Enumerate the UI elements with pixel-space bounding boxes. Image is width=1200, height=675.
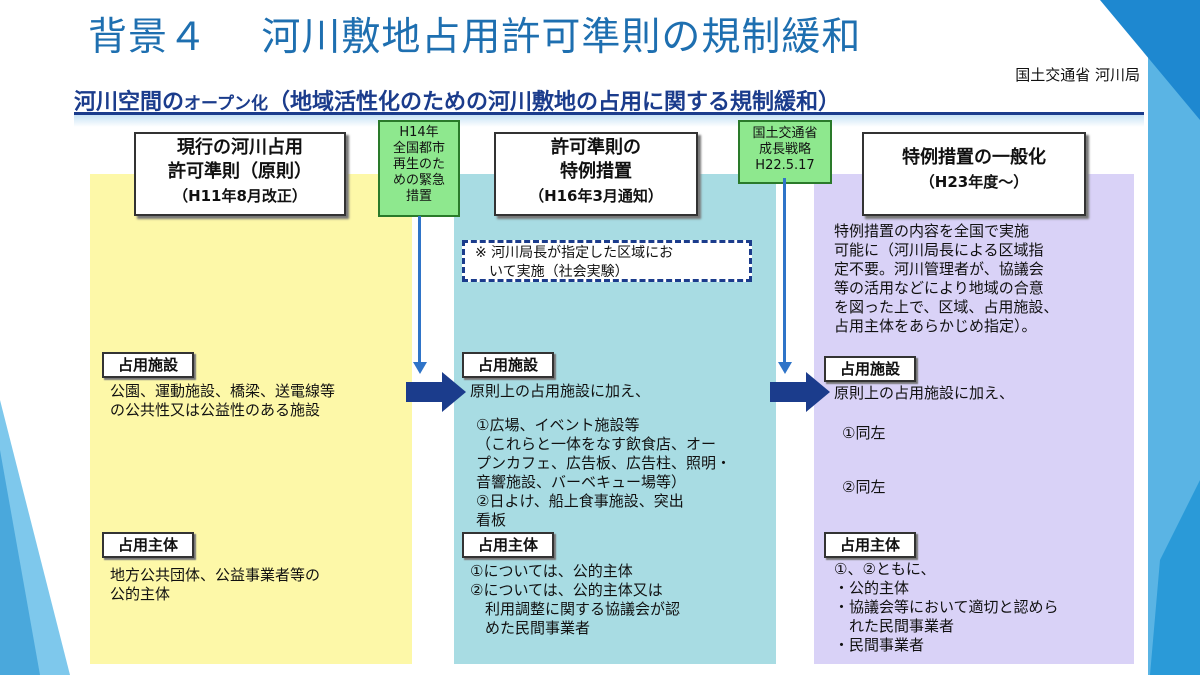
facility-text: 公園、運動施設、橋梁、送電線等 の公共性又は公益性のある施設	[110, 382, 336, 419]
column-generalization	[814, 174, 1134, 664]
entity-text: 地方公共団体、公益事業者等の 公的主体	[110, 566, 321, 603]
header-line: 特例措置の一般化	[902, 147, 1046, 168]
header-line: 特例措置	[560, 161, 632, 182]
facility-text: 原則上の占用施設に加え、	[470, 382, 651, 400]
facility-item: ②同左	[842, 478, 886, 496]
entity-tag: 占用主体	[462, 532, 555, 558]
banner-small: オープン化	[184, 94, 268, 114]
entity-tag: 占用主体	[102, 532, 195, 558]
header-special-measures: 許可準則の 特例措置 （H16年3月通知）	[494, 132, 698, 216]
milestone-arrow-line	[783, 178, 786, 364]
facility-item: ①同左	[842, 424, 886, 442]
header-line: 許可準則（原則）	[168, 161, 312, 182]
milestone-text: H14年 全国都市 再生のた めの緊急 措置	[392, 125, 445, 204]
milestone-arrow-head	[778, 362, 792, 374]
entity-text: ①、②ともに、 ・公的主体 ・協議会等において適切と認めら れた民間事業者 ・民…	[834, 560, 1059, 654]
regulation-figure: 国土交通省 河川局 河川空間のオープン化（地域活性化のための河川敷地の占用に関す…	[72, 60, 1148, 665]
note-text: ※ 河川局長が指定した区域にお いて実施（社会実験）	[475, 245, 674, 280]
milestone-text: 国土交通省 成長戦略 H22.5.17	[752, 126, 818, 173]
milestone-h14: H14年 全国都市 再生のた めの緊急 措置	[378, 120, 460, 217]
column-current-rules	[90, 174, 412, 664]
slide-title: 背景４ 河川敷地占用許可準則の規制緩和	[88, 15, 862, 60]
facility-items: ①広場、イベント施設等 （これらと一体をなす飲食店、オー プンカフェ、広告板、広…	[476, 416, 732, 529]
transition-arrow-icon	[406, 372, 466, 412]
header-current-rules: 現行の河川占用 許可準則（原則） （H11年8月改正）	[134, 132, 346, 216]
generalization-intro: 特例措置の内容を全国で実施 可能に（河川局長による区域指 定不要。河川管理者が、…	[834, 222, 1059, 335]
facility-tag: 占用施設	[462, 352, 555, 378]
facility-tag: 占用施設	[824, 356, 917, 382]
transition-arrow-icon	[770, 372, 830, 412]
banner-main: 河川空間の	[74, 90, 185, 115]
header-sub: （H23年度～）	[919, 173, 1029, 191]
header-sub: （H16年3月通知）	[529, 187, 663, 205]
entity-text: ①については、公的主体 ②については、公的主体又は 利用調整に関する協議会が認 …	[470, 562, 681, 637]
agency-label: 国土交通省 河川局	[1015, 66, 1140, 84]
milestone-arrow-line	[418, 216, 421, 364]
banner-gradient	[74, 115, 1144, 127]
header-generalization: 特例措置の一般化 （H23年度～）	[862, 132, 1086, 216]
header-line: 許可準則の	[551, 137, 641, 158]
header-line: 現行の河川占用	[177, 137, 303, 158]
special-measures-note: ※ 河川局長が指定した区域にお いて実施（社会実験）	[462, 240, 752, 282]
facility-tag: 占用施設	[102, 352, 195, 378]
milestone-h22: 国土交通省 成長戦略 H22.5.17	[738, 120, 832, 184]
banner-underline	[74, 112, 1144, 115]
banner-title: 河川空間のオープン化（地域活性化のための河川敷地の占用に関する規制緩和）	[74, 84, 1144, 115]
banner-rest: （地域活性化のための河川敷地の占用に関する規制緩和）	[268, 90, 841, 115]
entity-tag: 占用主体	[824, 532, 917, 558]
header-sub: （H11年8月改正）	[173, 187, 307, 205]
facility-text: 原則上の占用施設に加え、	[834, 384, 1015, 402]
milestone-arrow-head	[413, 362, 427, 374]
